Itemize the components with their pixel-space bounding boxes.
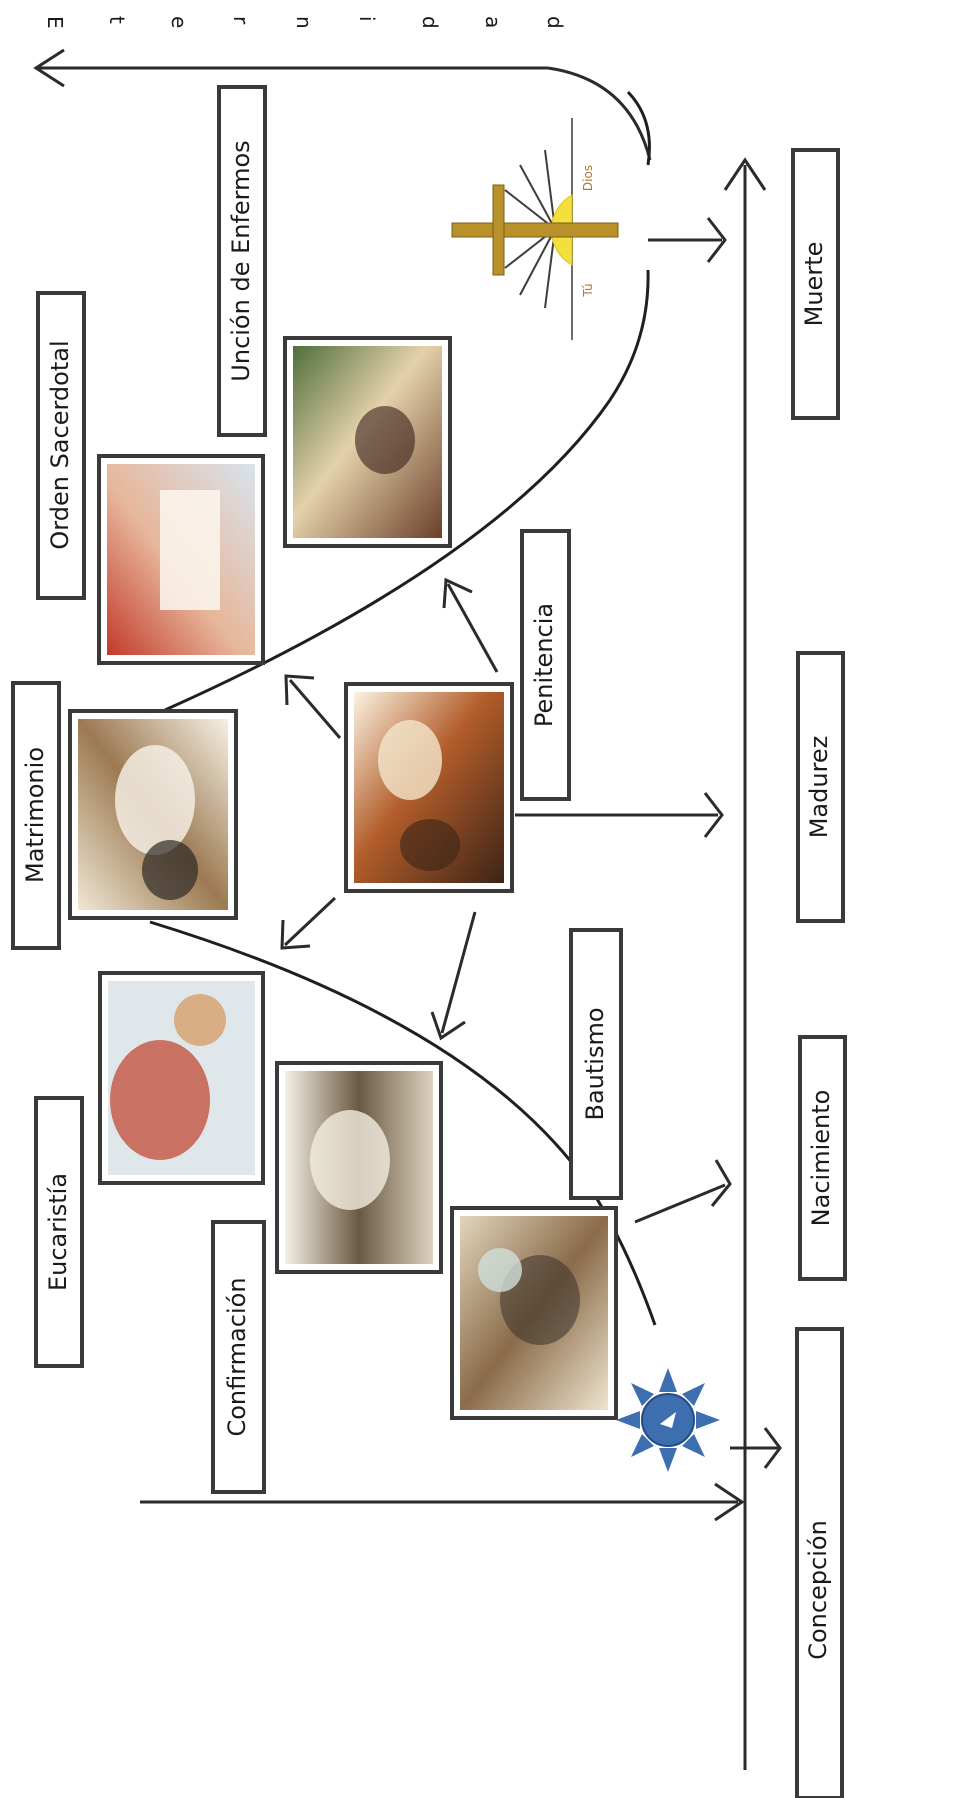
stage-nacimiento-label: Nacimiento <box>807 1090 835 1227</box>
sun-word-tu: Tú <box>581 283 595 297</box>
photo-confirmacion <box>275 1061 443 1274</box>
label-penitencia: Penitencia <box>520 529 571 801</box>
life-curve-lower <box>149 920 657 1326</box>
label-bautismo: Bautismo <box>569 928 623 1200</box>
arrow-death-head <box>706 217 727 263</box>
life-curve-top <box>626 90 651 166</box>
eternidad-letter: d <box>418 16 442 29</box>
label-matrimonio: Matrimonio <box>11 681 61 950</box>
arrow-maturity-head <box>703 792 724 838</box>
origin-arrowhead <box>714 1482 745 1522</box>
photo-eucaristia <box>98 971 265 1185</box>
photo-bautismo <box>450 1206 618 1420</box>
matrimonio-text: Matrimonio <box>21 747 49 883</box>
arrow-conception-head <box>763 1427 782 1469</box>
timeline-arrowhead <box>723 157 767 191</box>
stage-concepcion-label: Concepción <box>804 1520 832 1660</box>
label-eucaristia: Eucaristía <box>34 1096 84 1368</box>
photo-penitencia <box>344 682 514 893</box>
label-orden-sacerdotal: Orden Sacerdotal <box>36 291 86 600</box>
stage-nacimiento: Nacimiento <box>798 1035 847 1281</box>
penitencia-arrows <box>280 577 499 1041</box>
photo-orden-sacerdotal <box>97 454 265 665</box>
orden-sacerdotal-text: Orden Sacerdotal <box>46 340 74 549</box>
stage-madurez-label: Madurez <box>805 736 833 839</box>
bautismo-text: Bautismo <box>581 1007 609 1120</box>
eternidad-letter: r <box>229 16 253 25</box>
eternity-arrow <box>36 66 652 161</box>
label-uncion: Unción de Enfermos <box>217 85 267 437</box>
sun-word-dios: Dios <box>581 165 595 191</box>
stage-madurez: Madurez <box>796 651 845 923</box>
eternidad-letter: e <box>167 16 191 28</box>
confirmacion-text: Confirmación <box>223 1277 251 1436</box>
eternidad-letter: a <box>481 16 505 28</box>
stage-muerte: Muerte <box>791 148 840 420</box>
eternidad-letter: E <box>43 16 67 29</box>
eternidad-letter: n <box>292 16 316 29</box>
photo-uncion <box>283 336 452 548</box>
dove-sun-icon <box>616 1368 720 1472</box>
timeline-arrows <box>515 217 782 1469</box>
eternidad-letter: d <box>543 16 567 29</box>
arrow-birth <box>634 1183 726 1224</box>
stage-concepcion: Concepción <box>795 1327 844 1798</box>
eternity-arrowhead <box>33 48 65 88</box>
label-confirmacion: Confirmación <box>211 1220 266 1494</box>
life-curve-upper <box>164 269 650 712</box>
cross-sun-icon: Tú Dios <box>451 118 619 340</box>
eternidad-letter: t <box>105 16 129 24</box>
penitencia-text: Penitencia <box>530 603 558 727</box>
arrow-birth-head <box>710 1159 732 1207</box>
uncion-text: Unción de Enfermos <box>227 140 255 381</box>
eternidad-letter: i <box>355 16 379 22</box>
eternidad-title: E t e r n i d a d <box>43 16 567 29</box>
photo-matrimonio <box>68 709 238 920</box>
eucaristia-text: Eucaristía <box>44 1173 72 1291</box>
stage-muerte-label: Muerte <box>800 242 828 327</box>
